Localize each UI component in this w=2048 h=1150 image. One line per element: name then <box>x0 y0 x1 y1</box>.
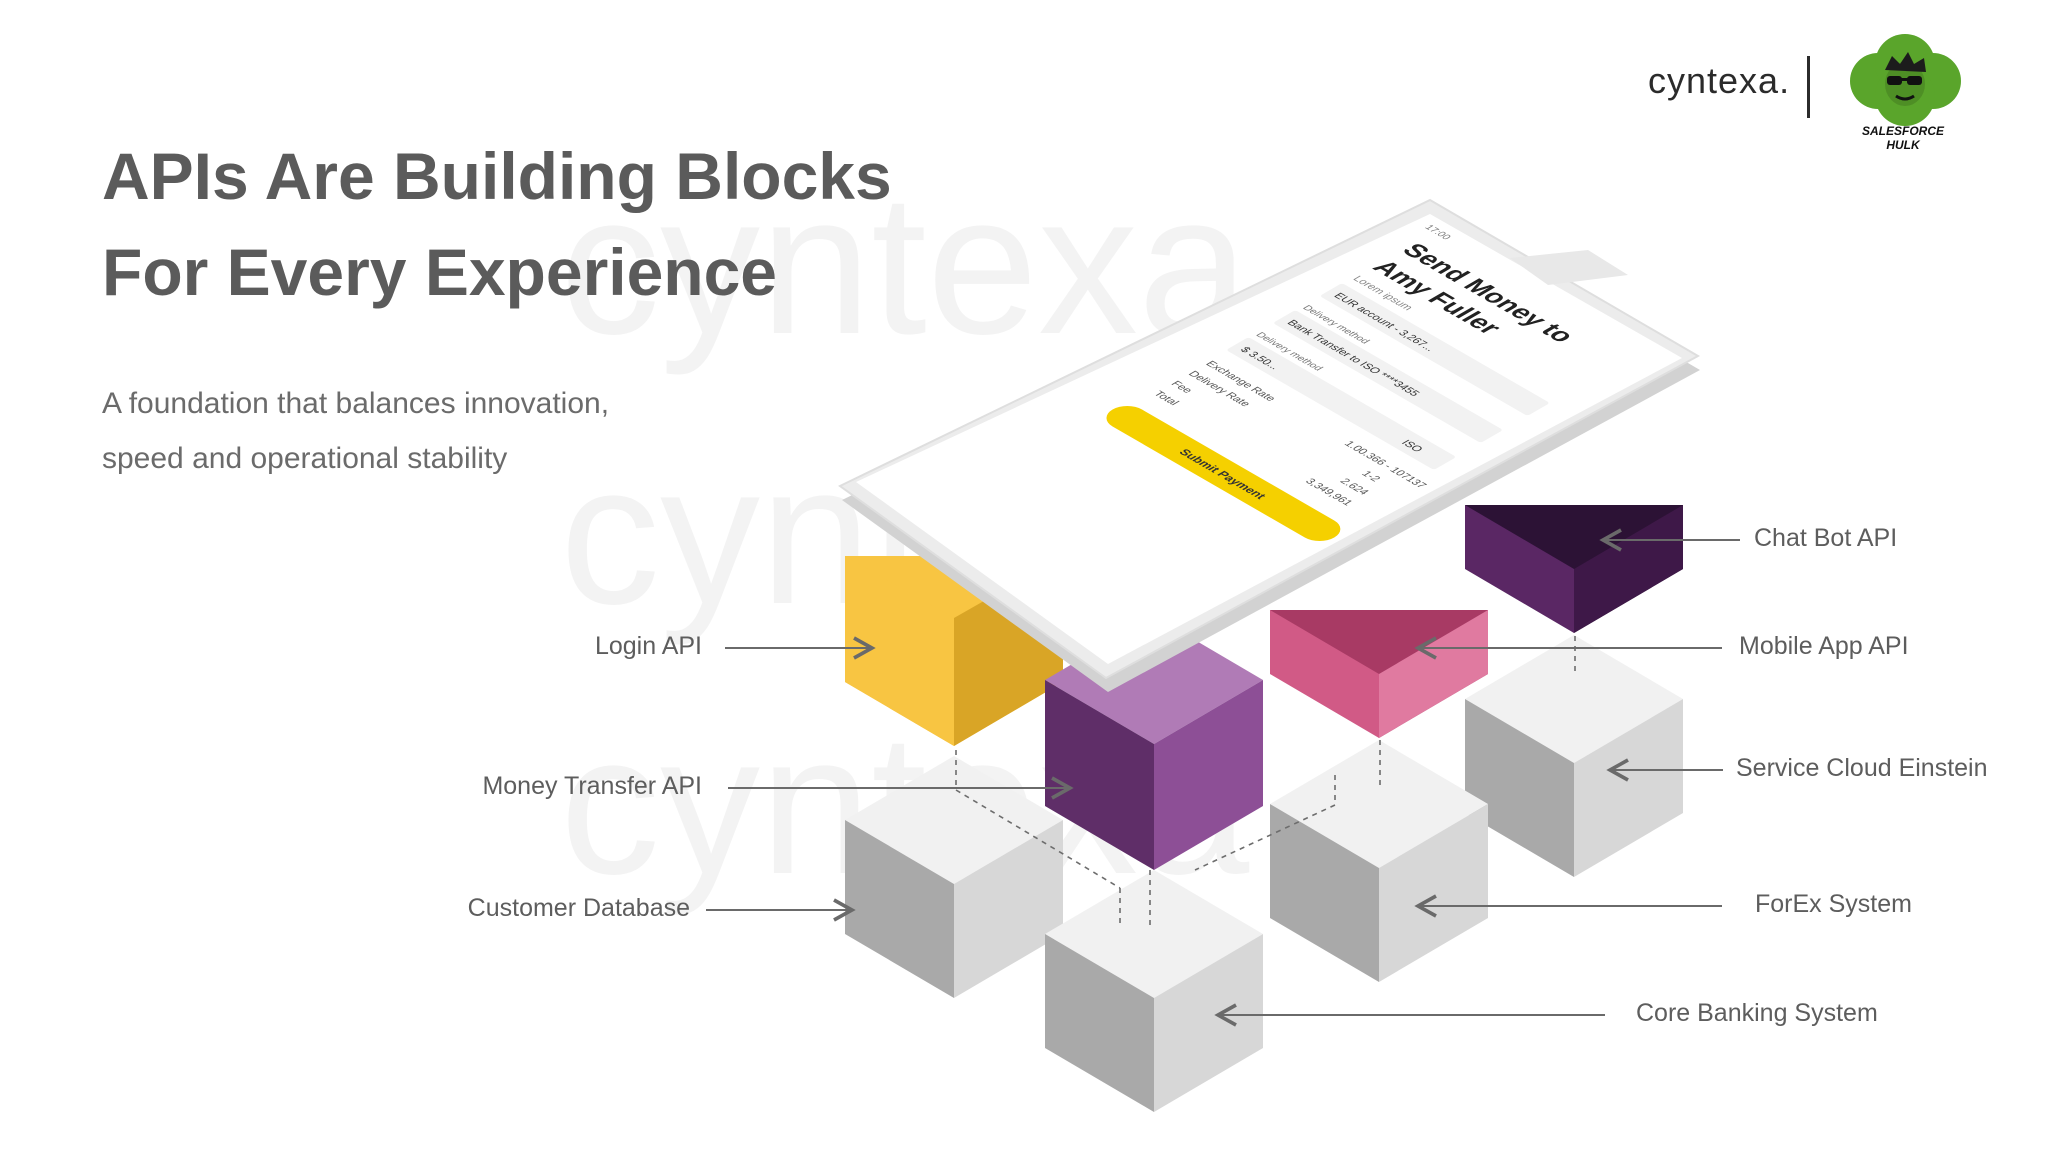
page-title: APIs Are Building Blocks For Every Exper… <box>102 128 892 320</box>
watermark-text: cyntexa <box>560 153 1250 376</box>
callout-arrows <box>706 528 1740 1027</box>
money-transfer-api-label: Money Transfer API <box>482 772 702 800</box>
subtitle-line-2: speed and operational stability <box>102 442 508 475</box>
submit-payment-button[interactable] <box>1098 401 1349 546</box>
forex-system-block <box>1270 740 1488 982</box>
phone-mockup: 17:00 Send Money to Amy Fuller Lorem ips… <box>838 198 1701 692</box>
title-line-2: For Every Experience <box>102 235 778 309</box>
cyntexa-wordmark: cyntexa. <box>1648 60 1791 101</box>
mobile-app-api-block <box>1270 610 1488 738</box>
salesforce-hulk-logo <box>1850 34 1961 126</box>
chat-bot-api-label: Chat Bot API <box>1754 524 1898 552</box>
hulk-face-icon <box>1885 52 1926 106</box>
logo-caption: SALESFORCE HULK <box>1861 124 1944 152</box>
core-banking-system-label: Core Banking System <box>1636 999 1878 1027</box>
chat-bot-api-block <box>1465 505 1683 633</box>
service-cloud-einstein-block <box>1465 635 1683 877</box>
customer-database-block <box>845 756 1063 998</box>
page-subtitle: A foundation that balances innovation, s… <box>102 376 609 486</box>
title-line-1: APIs Are Building Blocks <box>102 139 892 213</box>
customer-database-label: Customer Database <box>467 894 690 922</box>
subtitle-line-1: A foundation that balances innovation, <box>102 387 610 420</box>
brand-divider <box>1807 56 1810 118</box>
login-api-label: Login API <box>594 632 702 660</box>
forex-system-label: ForEx System <box>1755 890 1912 918</box>
core-banking-system-block <box>1045 870 1263 1112</box>
dashed-connectors <box>955 636 1576 928</box>
mobile-app-api-label: Mobile App API <box>1739 632 1909 660</box>
service-cloud-einstein-label: Service Cloud Einstein <box>1736 754 1988 782</box>
